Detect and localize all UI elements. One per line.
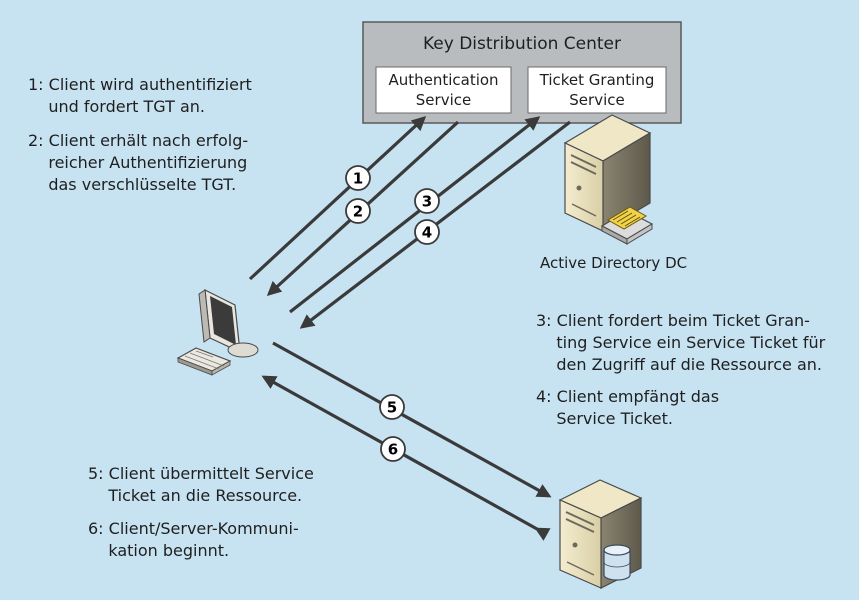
note-step-1: 1: Client wird authentifiziert und forde…	[28, 75, 252, 116]
authentication-service-label: Authentication Service	[388, 71, 499, 109]
server-label: Active Directory DC	[540, 254, 688, 272]
step-2-circle: 2	[345, 198, 371, 224]
step-3-label: 3	[422, 193, 432, 211]
step-3-circle: 3	[414, 188, 440, 214]
note-step-6: 6: Client/Server-Kommuni- kation beginnt…	[88, 519, 299, 560]
step-1-circle: 1	[345, 165, 371, 191]
note-step-4: 4: Client empfängt das Service Ticket.	[536, 387, 720, 428]
step-4-circle: 4	[414, 219, 440, 245]
step-4-label: 4	[422, 224, 432, 242]
step-6-label: 6	[388, 441, 398, 459]
arrow-5-client-to-resource	[272, 341, 552, 498]
arrow-1-client-to-as	[248, 116, 427, 281]
key-distribution-center-box	[362, 21, 682, 124]
arrow-3-client-to-tgs	[289, 116, 541, 314]
domain-controller-server-icon	[563, 114, 654, 245]
note-step-2: 2: Client erhält nach erfolg- reicher Au…	[28, 131, 249, 194]
note-step-3: 3: Client fordert beim Ticket Gran- ting…	[536, 311, 826, 374]
ticket-granting-service-label: Ticket Granting Service	[539, 71, 655, 109]
kdc-title: Key Distribution Center	[422, 34, 622, 54]
note-step-5: 5: Client übermittelt Service Ticket an …	[88, 464, 314, 505]
step-5-circle: 5	[379, 394, 405, 420]
database-icon	[603, 544, 631, 581]
step-5-label: 5	[387, 399, 397, 417]
step-2-label: 2	[353, 203, 363, 221]
step-6-circle: 6	[380, 436, 406, 462]
client-computer-icon	[176, 288, 259, 376]
step-markers: 1 2 3 4 5 6	[345, 165, 440, 462]
resource-server-icon	[558, 479, 643, 589]
step-1-label: 1	[353, 170, 363, 188]
